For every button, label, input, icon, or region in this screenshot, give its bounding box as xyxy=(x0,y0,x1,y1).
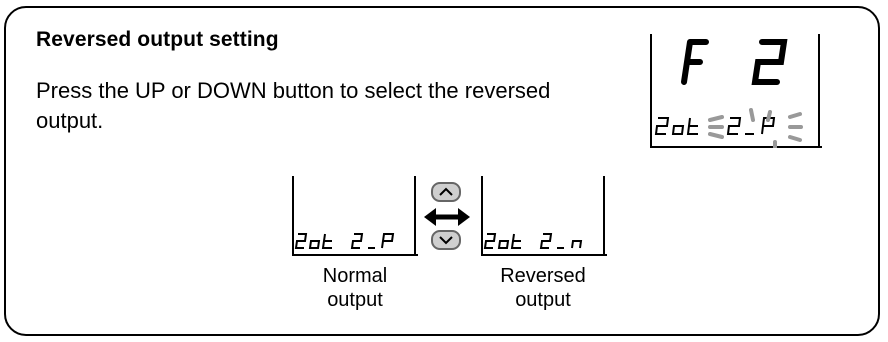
reversed-output-caption: Reversed output xyxy=(478,264,608,312)
down-button[interactable] xyxy=(431,230,461,250)
reversed-output-display xyxy=(481,176,607,256)
reversed-caption-line2: output xyxy=(515,289,571,311)
chevron-down-icon xyxy=(439,236,453,245)
info-panel xyxy=(4,6,880,336)
segment-readout xyxy=(654,39,803,148)
section-heading: Reversed output setting xyxy=(36,28,279,51)
reversed-caption-line1: Reversed xyxy=(500,265,586,287)
normal-segment-readout xyxy=(294,233,395,249)
up-button[interactable] xyxy=(431,182,461,202)
top-lcd-display xyxy=(650,34,822,148)
normal-caption-line2: output xyxy=(327,289,383,311)
normal-caption-line1: Normal xyxy=(322,265,388,287)
normal-output-display xyxy=(292,176,418,256)
normal-output-caption: Normal output xyxy=(300,264,410,312)
instruction-text: Press the UP or DOWN button to select th… xyxy=(36,78,551,133)
reversed-segment-readout xyxy=(483,233,583,249)
double-arrow-icon xyxy=(424,208,470,226)
chevron-up-icon xyxy=(439,187,453,196)
